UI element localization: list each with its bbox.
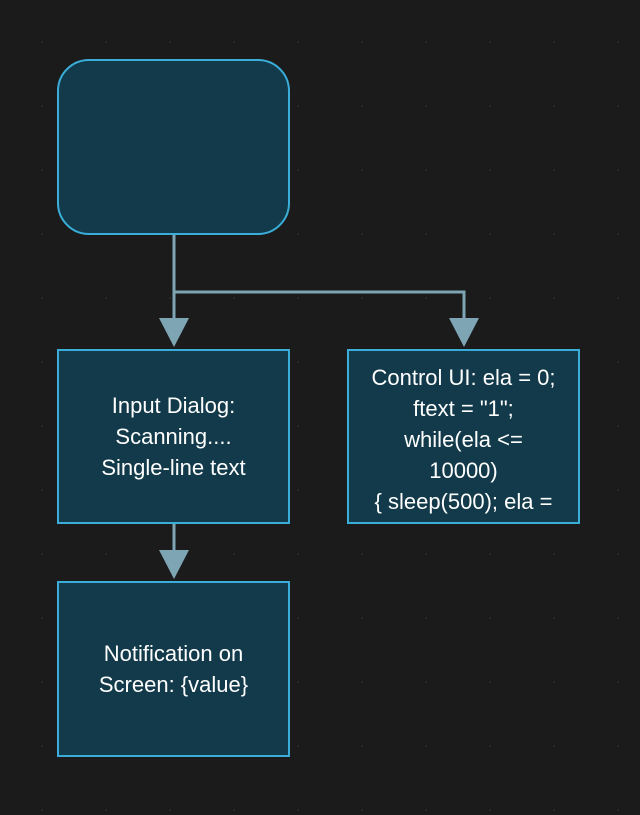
input-dialog-node[interactable]: Input Dialog: Scanning.... Single-line t… bbox=[57, 349, 290, 524]
arrowhead-input-dialog bbox=[159, 318, 189, 347]
control-ui-node[interactable]: Control UI: ela = 0; ftext = "1"; while(… bbox=[347, 349, 580, 524]
edge-start-to-control-ui bbox=[174, 290, 466, 320]
notification-node[interactable]: Notification on Screen: {value} bbox=[57, 581, 290, 757]
start-node[interactable] bbox=[57, 59, 290, 235]
arrowhead-notification bbox=[159, 550, 189, 579]
arrowhead-control-ui bbox=[449, 318, 479, 347]
control-ui-node-label: Control UI: ela = 0; ftext = "1"; while(… bbox=[371, 365, 556, 514]
input-dialog-node-label: Input Dialog: Scanning.... Single-line t… bbox=[101, 393, 246, 480]
notification-node-label: Notification on Screen: {value} bbox=[98, 641, 249, 697]
